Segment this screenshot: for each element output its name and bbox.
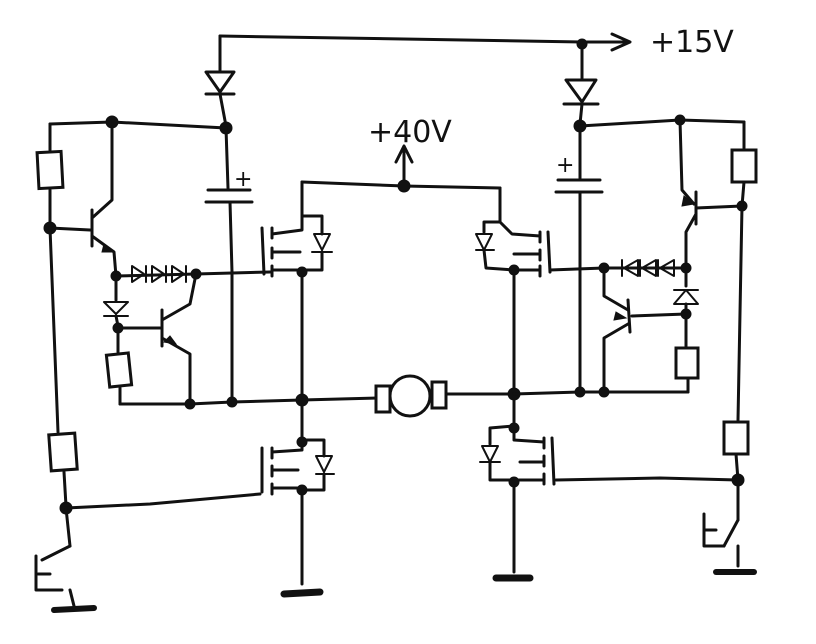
- ground-mid-left: [280, 588, 324, 598]
- mosfet-right-high: [475, 220, 552, 396]
- cap-right-plus: +: [556, 153, 574, 178]
- supply-15v-label: +15V: [650, 25, 734, 60]
- ground-left: [51, 605, 97, 613]
- transistor-left-npn: [48, 122, 118, 278]
- diode-right-small: [673, 266, 699, 314]
- supply-40v-label: +40V: [368, 115, 452, 150]
- switch-right: [702, 478, 740, 568]
- resistor-right-top: [730, 120, 758, 208]
- diode-right-top: [562, 78, 600, 126]
- transistor-right-npn: [678, 118, 744, 270]
- cap-left-plus: +: [234, 167, 252, 192]
- capacitor-left: [204, 126, 254, 404]
- transistor-right-pnp: [602, 266, 688, 394]
- supply-15v-rail: [218, 32, 632, 80]
- resistor-left-top: [35, 122, 65, 228]
- transistor-left-pnp: [116, 272, 198, 406]
- resistor-right-small: [674, 312, 700, 394]
- diode-left-small: [103, 274, 129, 328]
- resistor-left-small: [104, 326, 134, 406]
- resistor-left-bottom: [47, 431, 79, 508]
- resistor-right-bottom: [722, 420, 750, 482]
- mosfet-left-high: [260, 210, 333, 402]
- motor: [300, 374, 516, 418]
- diode-left-top: [204, 70, 236, 128]
- switch-left: [34, 506, 76, 608]
- capacitor-right: [554, 124, 604, 392]
- diode-chain-right: [548, 259, 688, 277]
